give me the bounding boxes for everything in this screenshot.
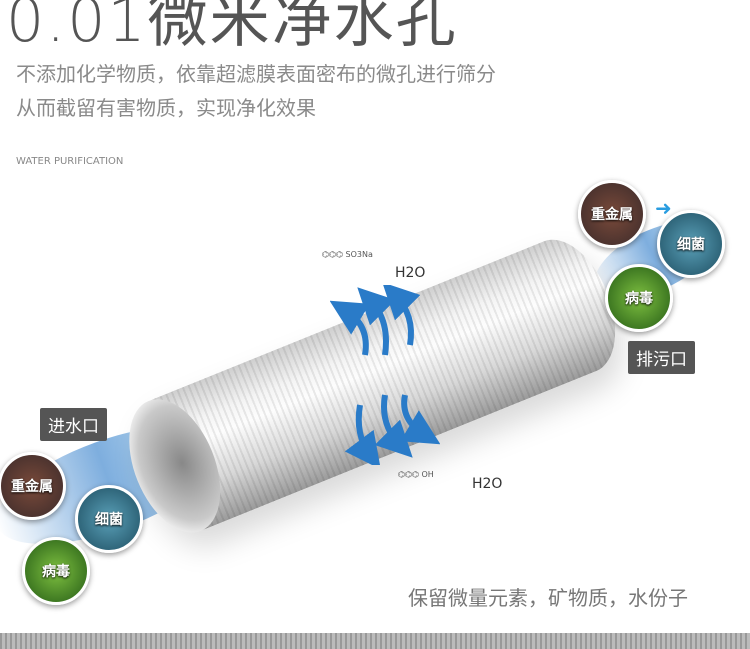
bacteria-circle: 细菌 xyxy=(657,210,725,278)
arrow-up-icon xyxy=(330,300,370,356)
arrow-down-icon xyxy=(374,394,413,458)
virus-circle: 病毒 xyxy=(22,537,90,605)
inlet-label: 进水口 xyxy=(40,408,107,441)
molecule-top: ⌬⌬⌬ SO3Na xyxy=(322,250,373,259)
subtitle-line-1: 不添加化学物质，依靠超滤膜表面密布的微孔进行筛分 xyxy=(16,62,496,86)
arrow-up-icon xyxy=(357,287,396,356)
outlet-label: 排污口 xyxy=(628,341,695,374)
bottom-caption: 保留微量元素，矿物质，水份子 xyxy=(408,586,688,610)
h2o-bottom: H2O xyxy=(472,476,503,492)
heavy-metal-circle: 重金属 xyxy=(578,180,646,248)
floor-strip xyxy=(0,633,750,649)
h2o-top: H2O xyxy=(395,265,426,281)
molecule-bottom: ⌬⌬⌬ OH xyxy=(398,470,434,479)
page-title: 0.01微米净水孔 xyxy=(6,0,458,56)
arrow-down-icon xyxy=(344,404,381,465)
subtitle-line-2: 从而截留有害物质，实现净化效果 xyxy=(16,96,316,120)
arrow-right-icon: ➜ xyxy=(655,196,672,220)
molecule-group: SO3Na xyxy=(345,250,373,259)
heavy-metal-circle: 重金属 xyxy=(0,452,66,520)
bacteria-circle: 细菌 xyxy=(75,485,143,553)
section-tag: WATER PURIFICATION xyxy=(16,156,124,167)
virus-circle: 病毒 xyxy=(605,264,673,332)
arrow-up-icon xyxy=(382,285,421,346)
arrow-down-icon xyxy=(400,394,440,445)
flow-arrows xyxy=(330,285,440,465)
molecule-oh: OH xyxy=(421,470,434,479)
